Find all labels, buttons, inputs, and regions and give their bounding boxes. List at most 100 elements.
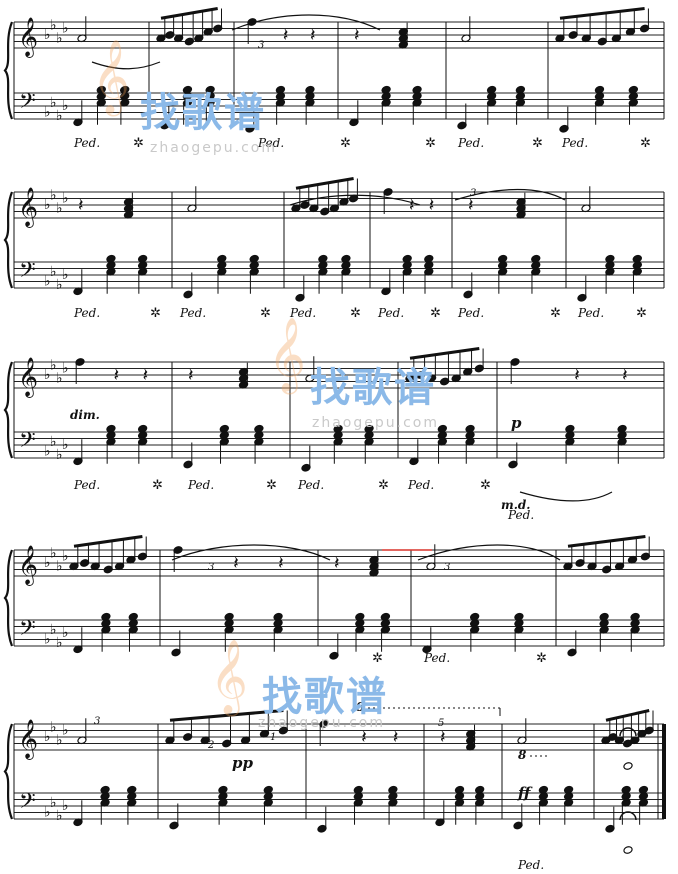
note <box>364 437 374 464</box>
key-flat-icon: ♭ <box>56 808 63 824</box>
pedal-marking: Ped. <box>562 136 589 150</box>
key-flat-icon: ♭ <box>50 545 57 561</box>
key-flat-icon: ♭ <box>50 622 57 638</box>
note <box>73 800 83 827</box>
notehead <box>305 85 315 94</box>
note <box>353 785 364 794</box>
note <box>96 98 106 125</box>
note <box>381 98 391 125</box>
note <box>224 612 234 621</box>
notehead <box>594 85 605 94</box>
quarter-rest: 𝄽 <box>574 365 580 386</box>
pedal-marking: Ped. <box>290 306 317 320</box>
note <box>474 798 485 825</box>
note <box>402 267 412 294</box>
note <box>254 424 264 433</box>
pedal-release-icon: ✲ <box>550 306 561 321</box>
note <box>531 254 541 263</box>
pedal-release-icon: ✲ <box>480 478 491 493</box>
bass-clef-icon: 𝄢 <box>19 616 36 646</box>
pedal-marking: Ped. <box>518 858 545 872</box>
beam <box>409 347 480 360</box>
key-flat-icon: ♭ <box>44 197 51 213</box>
notehead <box>128 612 138 621</box>
note <box>77 16 87 43</box>
quarter-rest: 𝄽 <box>361 727 367 748</box>
note <box>381 269 391 296</box>
note <box>273 625 283 652</box>
notehead <box>388 785 398 794</box>
note <box>599 625 609 652</box>
note <box>515 98 526 125</box>
beam <box>605 709 650 722</box>
triplet-marking: 3 <box>94 716 101 727</box>
notehead <box>380 612 391 621</box>
note <box>254 437 264 464</box>
quarter-rest: 𝄽 <box>334 553 340 574</box>
note <box>333 424 343 433</box>
note <box>605 806 615 833</box>
pedal-release-icon: ✲ <box>640 136 651 151</box>
bass-clef-icon: 𝄢 <box>19 789 36 819</box>
note <box>474 785 485 794</box>
note <box>457 103 467 130</box>
note <box>424 254 434 263</box>
note <box>454 798 465 825</box>
pedal-marking: Ped. <box>188 478 215 492</box>
pedal-marking: Ped. <box>74 478 101 492</box>
quarter-rest: 𝄽 <box>429 195 435 216</box>
note <box>128 625 138 652</box>
note <box>77 718 87 745</box>
notehead <box>219 424 230 433</box>
notehead <box>628 85 639 94</box>
note <box>465 437 475 464</box>
bass-clef-icon: 𝄢 <box>19 89 36 119</box>
system-brace <box>3 191 14 289</box>
key-flat-icon: ♭ <box>62 21 69 37</box>
key-flat-icon: ♭ <box>62 98 69 114</box>
notehead <box>465 424 475 433</box>
note <box>329 633 339 660</box>
note <box>73 269 83 296</box>
note <box>563 785 574 794</box>
key-flat-icon: ♭ <box>56 30 63 46</box>
notehead <box>623 846 633 854</box>
key-flat-icon: ♭ <box>50 795 57 811</box>
key-flat-icon: ♭ <box>44 555 51 571</box>
dynamic-p: p <box>511 414 522 432</box>
note <box>100 798 110 825</box>
note <box>599 612 609 621</box>
notehead <box>398 27 409 36</box>
notehead <box>318 254 328 263</box>
pedal-marking: Ped. <box>458 136 485 150</box>
note <box>183 272 193 299</box>
notehead <box>106 424 116 433</box>
beam <box>559 7 645 20</box>
note <box>632 267 642 294</box>
notehead <box>466 729 476 738</box>
notehead <box>402 254 412 263</box>
notehead <box>364 424 374 433</box>
note <box>317 806 327 833</box>
note <box>398 22 409 49</box>
pedal-release-icon: ✲ <box>532 136 543 151</box>
note <box>101 625 111 652</box>
note <box>137 267 148 294</box>
note <box>238 367 249 376</box>
note <box>514 625 524 652</box>
quarter-rest: 𝄽 <box>354 25 360 46</box>
quarter-rest: 𝄽 <box>440 727 446 748</box>
pedal-release-icon: ✲ <box>425 136 436 151</box>
note <box>605 267 615 294</box>
beam <box>567 535 646 548</box>
notehead <box>381 85 391 94</box>
note <box>426 544 436 571</box>
treble-clef-icon: 𝄞 <box>18 17 38 58</box>
key-flat-icon: ♭ <box>50 434 57 450</box>
pedal-marking: Ped. <box>424 651 451 665</box>
note <box>305 356 315 383</box>
note <box>73 627 83 654</box>
notehead <box>630 612 640 621</box>
pedal-release-icon: ✲ <box>378 478 389 493</box>
note <box>469 612 480 621</box>
